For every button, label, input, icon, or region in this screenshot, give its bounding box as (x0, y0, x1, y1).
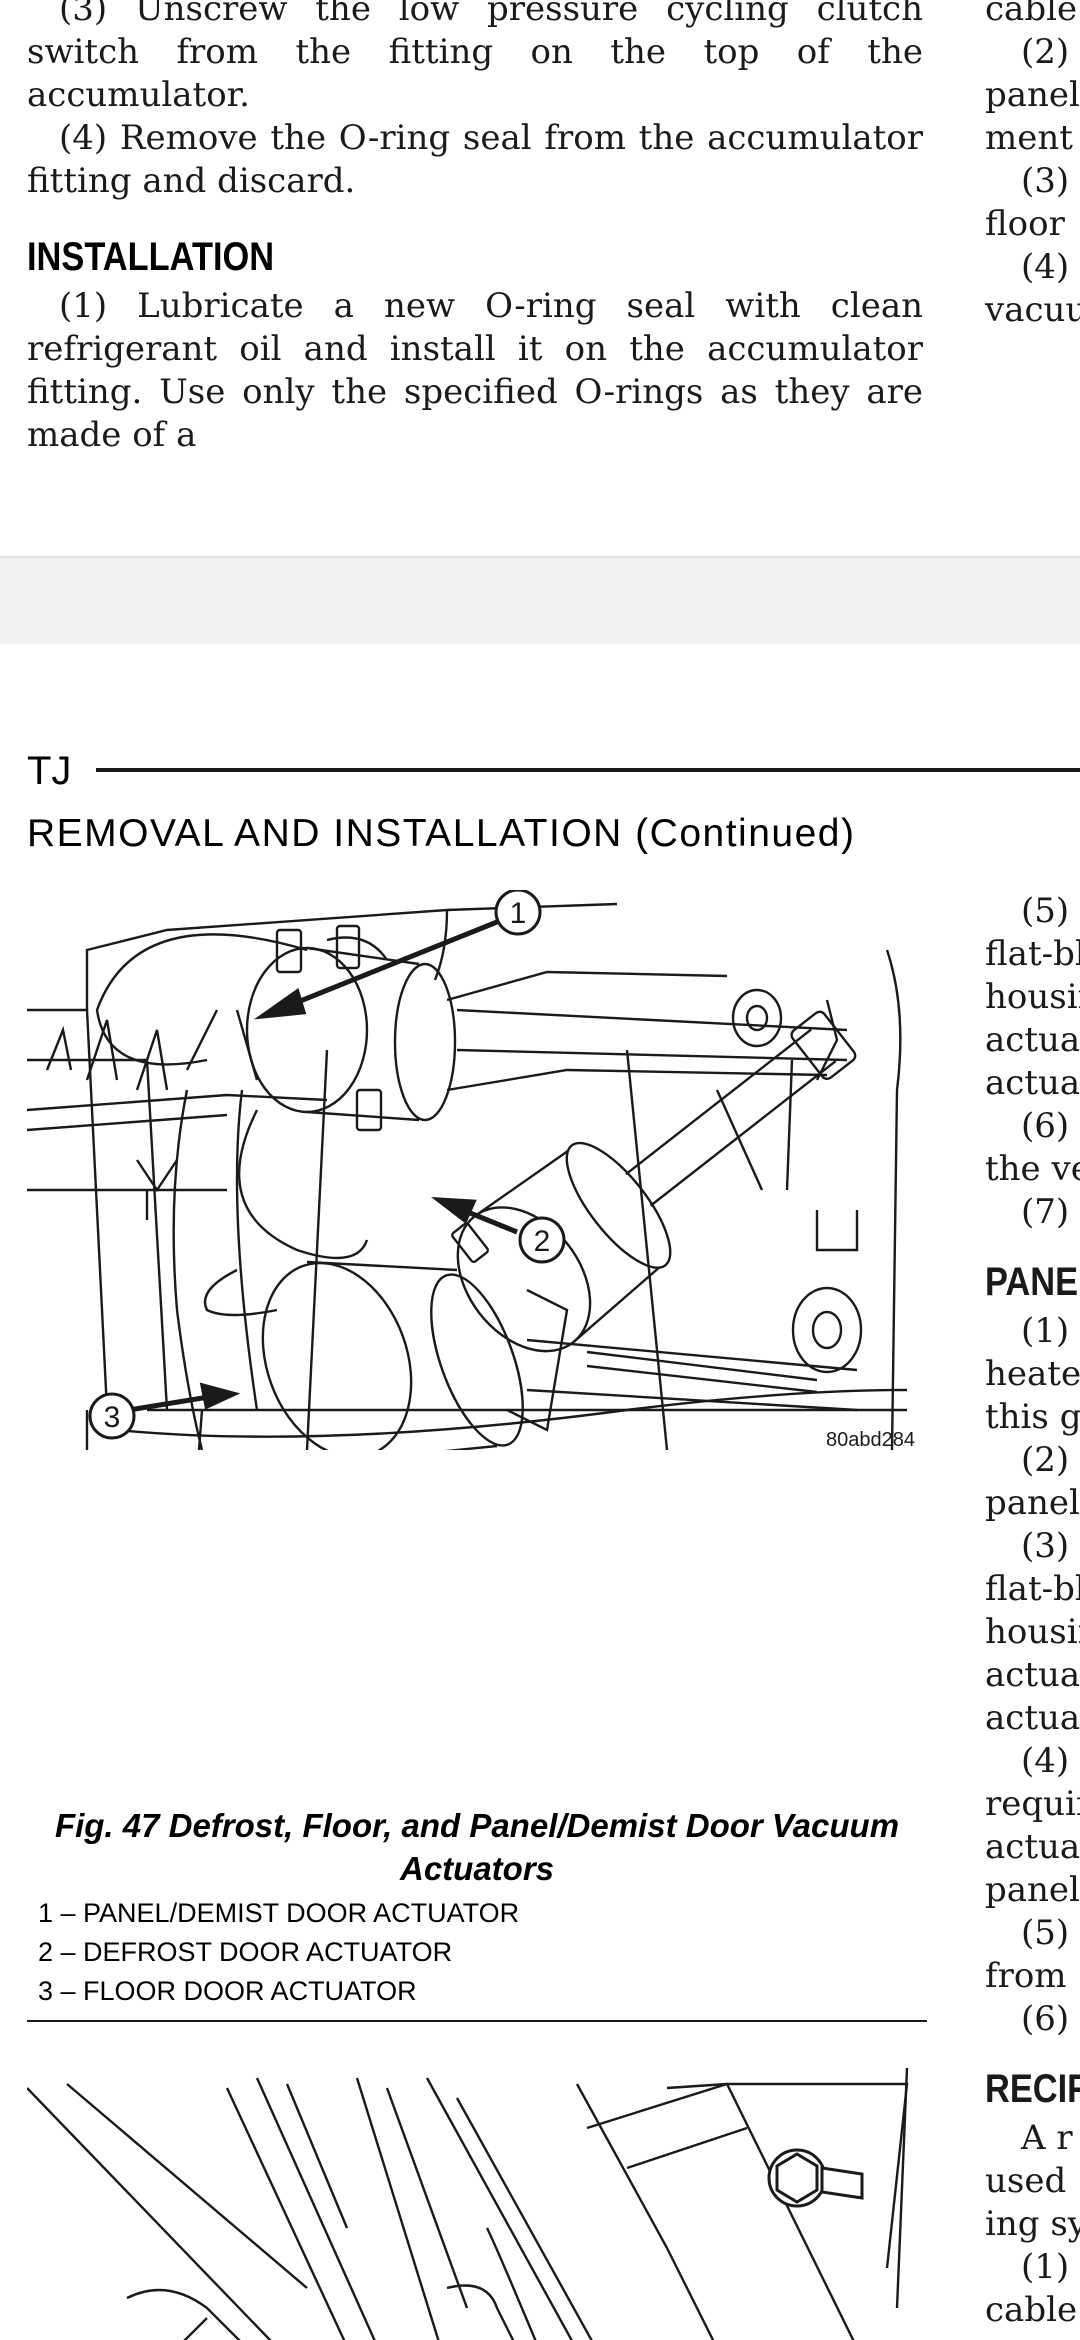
document-page-bottom: TJ REMOVAL AND INSTALLATION (Continued) (0, 644, 1080, 2340)
right-line: this g (985, 1397, 1080, 1437)
figure-divider (27, 2020, 927, 2022)
right-line: cable. (985, 0, 1080, 29)
right-line: from (985, 1956, 1067, 1996)
right-line: cable. (985, 2290, 1080, 2330)
actuator-diagram: 1 2 3 (26, 888, 908, 1462)
right-line: actuat (985, 1698, 1080, 1738)
right-line: actuat (985, 1063, 1080, 1103)
svg-text:1: 1 (510, 897, 527, 930)
right-line: (2) (1021, 32, 1070, 72)
right-heading-panel: PANE (985, 1260, 1079, 1304)
right-line: (2) (1021, 1440, 1070, 1480)
figure-47-illustration: 1 2 3 80abd284 (26, 888, 927, 1462)
section-title: REMOVAL AND INSTALLATION (Continued) (27, 812, 856, 855)
right-column-clipped: cable. (2) panel. ment (3) floor (4) vac… (985, 0, 1080, 332)
callout-2: 2 (518, 1216, 566, 1264)
right-line: (1) (1021, 1311, 1070, 1351)
right-line: the ve (985, 1149, 1080, 1189)
right-line: panel/ (985, 1870, 1080, 1910)
right-line: (4) (1021, 247, 1070, 287)
right-line: housin (985, 1612, 1080, 1652)
svg-text:3: 3 (104, 1401, 121, 1434)
legend-item: 3 – FLOOR DOOR ACTUATOR (38, 1976, 417, 2006)
legend-item: 1 – PANEL/DEMIST DOOR ACTUATOR (38, 1898, 520, 1928)
running-head: TJ (27, 749, 72, 793)
page-separator (0, 556, 1080, 646)
header-rule (96, 768, 1080, 772)
right-line: vacuu (985, 290, 1080, 330)
right-line: (3) (1021, 1526, 1070, 1566)
right-line: actuat (985, 1827, 1080, 1867)
installation-paragraph: (1) Lubricate a new O-ring seal with cle… (27, 286, 923, 455)
figure-caption: Fig. 47 Defrost, Floor, and Panel/Demist… (54, 1807, 900, 1887)
right-line: (1) (1021, 2247, 1070, 2287)
right-line: (5) (1021, 1913, 1070, 1953)
right-line: floor (985, 204, 1065, 244)
right-line: housin (985, 977, 1080, 1017)
heater-housing-diagram (26, 2067, 909, 2340)
right-line: flat-bl (985, 934, 1080, 974)
right-line: ment (985, 118, 1073, 158)
right-line: flat-bl (985, 1569, 1080, 1609)
callout-3: 3 (88, 1392, 136, 1440)
legend-item: 2 – DEFROST DOOR ACTUATOR (38, 1937, 453, 1967)
callout-1: 1 (494, 888, 542, 936)
right-line: (6) (1021, 1999, 1070, 2039)
figure-48-illustration (26, 2067, 927, 2340)
right-line: A r (1021, 2118, 1073, 2158)
right-line: actuat (985, 1655, 1080, 1695)
right-line: ing sy (985, 2204, 1080, 2244)
right-line: actuat (985, 1020, 1080, 1060)
figure-legend: 1 – PANEL/DEMIST DOOR ACTUATOR 2 – DEFRO… (38, 1894, 918, 2011)
right-line: panel/ (985, 1483, 1080, 1523)
document-page-top: (3) Unscrew the low pressure cycling clu… (0, 0, 1080, 556)
right-line: heater (985, 1354, 1080, 1394)
right-column-clipped: (5) flat-bl housin actuat actuat (6) the… (985, 890, 1080, 2332)
right-line: used (985, 2161, 1067, 2201)
right-line: (4) (1021, 1741, 1070, 1781)
paragraph-step-4: (4) Remove the O-ring seal from the accu… (27, 118, 923, 201)
left-column: (3) Unscrew the low pressure cycling clu… (27, 0, 923, 457)
right-line: (7) (1021, 1192, 1070, 1232)
paragraph-step-3: (3) Unscrew the low pressure cycling clu… (27, 0, 923, 115)
svg-text:2: 2 (534, 1225, 551, 1258)
figure-code: 80abd284 (826, 1429, 915, 1451)
right-line: (6) (1021, 1106, 1070, 1146)
right-line: (5) (1021, 891, 1070, 931)
installation-heading: INSTALLATION (27, 235, 275, 279)
right-line: panel. (985, 75, 1080, 115)
right-line: (3) (1021, 161, 1070, 201)
right-heading-recirc: RECIF (985, 2067, 1080, 2111)
right-line: requir (985, 1784, 1080, 1824)
